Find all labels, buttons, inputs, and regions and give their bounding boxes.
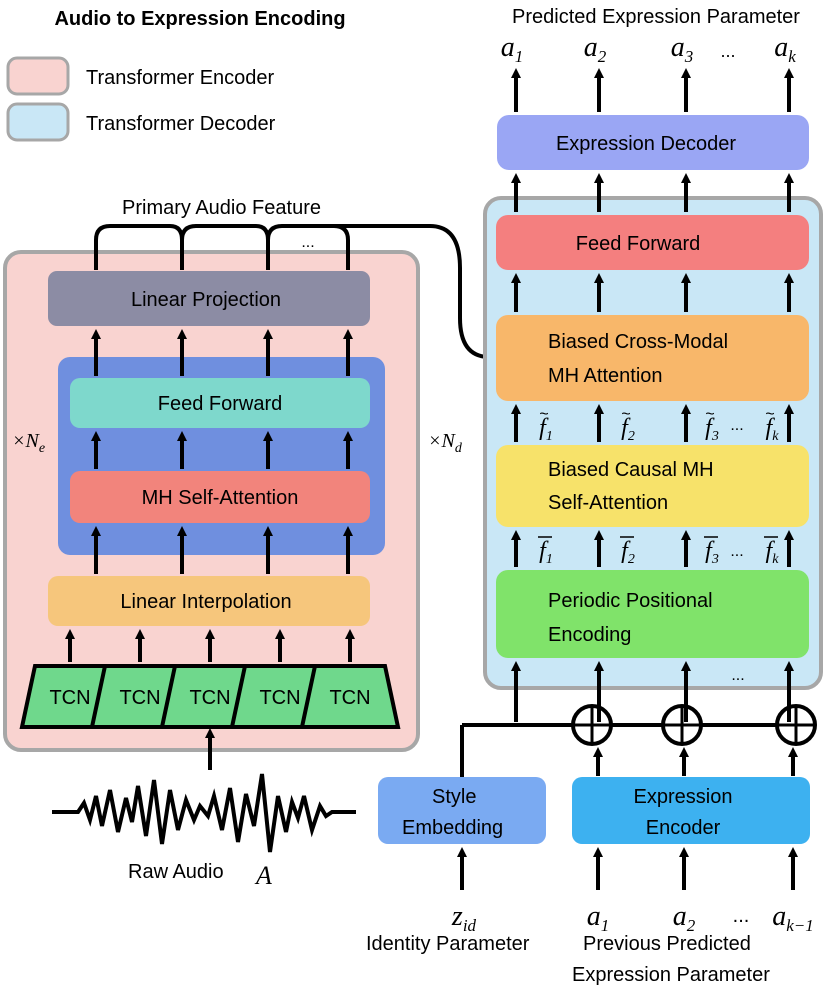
cross-modal-attention-block [496,315,809,401]
raw-audio-waveform [52,773,356,853]
decoder-feed-forward-label: Feed Forward [576,233,701,255]
previous-symbol: a1 [587,901,610,935]
encoder-feed-forward-label: Feed Forward [158,393,283,415]
causal-attention-line1: Biased Causal MH [548,459,714,481]
z-id-symbol: zid [451,901,477,935]
legend-decoder-label: Transformer Decoder [86,113,276,135]
style-embedding-block [378,777,546,844]
encoder-feed-forward-block [70,378,370,428]
tcn-label: TCN [49,687,90,709]
encoder-top-ellipsis: ... [301,234,314,251]
tcn-label: TCN [189,687,230,709]
expression-encoder-block [572,777,810,844]
linear-interpolation-block [48,576,370,626]
tcn-group: TCN TCN TCN TCN TCN [19,664,401,729]
input-connectors [460,723,776,777]
positional-encoding-block [496,570,809,658]
tilde-f-symbol: f1 [539,415,553,444]
legend-decoder-swatch [6,102,70,142]
output-labels: a1 a2 a3 ak [501,32,796,66]
raw-audio-label: Raw Audio [128,861,224,883]
bar-f-symbol: f3 [705,538,719,567]
tilde-f-symbol: fk [766,415,780,444]
causal-attention-line2: Self-Attention [548,492,668,514]
output-ellipsis: ... [720,41,735,61]
bar-f-symbol: fk [766,538,780,567]
tilde-f-symbol: f3 [705,415,719,444]
tilde-mark: ~ [765,406,774,423]
encoder-to-decoder-arrow [334,224,493,362]
output-symbol: a1 [501,32,524,66]
encoder-arrows [65,329,355,662]
add-operators [571,704,817,746]
mh-self-attention-block [70,471,370,523]
style-embedding-line1: Style [432,786,476,808]
causal-attention-block [496,445,809,527]
decoder-arrows [511,68,794,722]
expression-encoder-line1: Expression [634,786,733,808]
output-symbol: a2 [584,32,607,66]
output-symbol: ak [774,32,796,66]
tcn-block [299,664,401,729]
primary-audio-feature-label: Primary Audio Feature [122,197,321,219]
previous-symbol: ak−1 [772,901,814,935]
diagram-title: Audio to Expression Encoding [54,8,345,30]
positional-encoding-line1: Periodic Positional [548,590,713,612]
linear-projection-block [48,271,370,326]
bar-f-symbol: f2 [621,538,635,567]
linear-interpolation-label: Linear Interpolation [120,591,291,613]
previous-ellipsis: ... [733,905,750,927]
decoder-bottom-ellipsis: ... [731,667,744,684]
legend-encoder-swatch [6,56,70,96]
raw-audio-symbol: A [254,861,272,890]
encoder-top-connectors [94,224,493,362]
bar-f-symbol: f1 [539,538,553,567]
tcn-label: TCN [259,687,300,709]
positional-encoding-line2: Encoding [548,624,631,646]
input-arrows [457,747,798,890]
tcn-label: TCN [329,687,370,709]
decoder-feed-forward-block [496,215,809,270]
expression-decoder-block [497,115,809,170]
identity-parameter-label: Identity Parameter [366,933,530,955]
tilde-mark: ~ [539,406,548,423]
previous-symbol: a2 [673,901,696,935]
tilde-f-symbol: f2 [621,415,635,444]
style-embedding-line2: Embedding [402,817,503,839]
previous-label-line1: Previous Predicted [583,933,751,955]
tcn-label: TCN [119,687,160,709]
expression-encoder-line2: Encoder [646,817,721,839]
bar-f-ellipsis: ... [730,543,743,560]
previous-labels: a1 a2 ak−1 [587,901,814,935]
decoder-repeat-label: ×Nd [428,430,463,456]
expression-decoder-label: Expression Decoder [556,133,736,155]
cross-modal-attention-line1: Biased Cross-Modal [548,331,728,353]
output-symbol: a3 [671,32,694,66]
mh-self-attention-label: MH Self-Attention [142,487,299,509]
tilde-f-ellipsis: ... [730,417,743,434]
tilde-mark: ~ [705,406,714,423]
linear-projection-label: Linear Projection [131,289,281,311]
predicted-expression-title: Predicted Expression Parameter [512,6,800,28]
tilde-mark: ~ [621,406,630,423]
legend-encoder-label: Transformer Encoder [86,67,275,89]
encoder-repeat-label: ×Ne [12,430,45,456]
cross-modal-attention-line2: MH Attention [548,365,663,387]
previous-label-line2: Expression Parameter [572,964,770,986]
